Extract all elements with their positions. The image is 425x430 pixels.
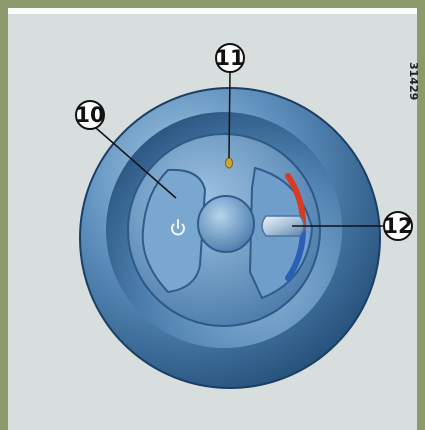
callout-11: 11: [215, 44, 244, 72]
callout-12: 12: [383, 212, 412, 240]
callout-10: 10: [75, 101, 104, 129]
indicator-light: [226, 158, 233, 168]
svg-text:11: 11: [215, 46, 244, 70]
svg-text:10: 10: [75, 103, 104, 127]
leader-line-11: [229, 72, 230, 158]
frame-top-highlight: [8, 8, 417, 14]
svg-text:12: 12: [383, 214, 412, 238]
reference-number: 31429: [407, 62, 420, 100]
center-hub: [198, 196, 254, 252]
